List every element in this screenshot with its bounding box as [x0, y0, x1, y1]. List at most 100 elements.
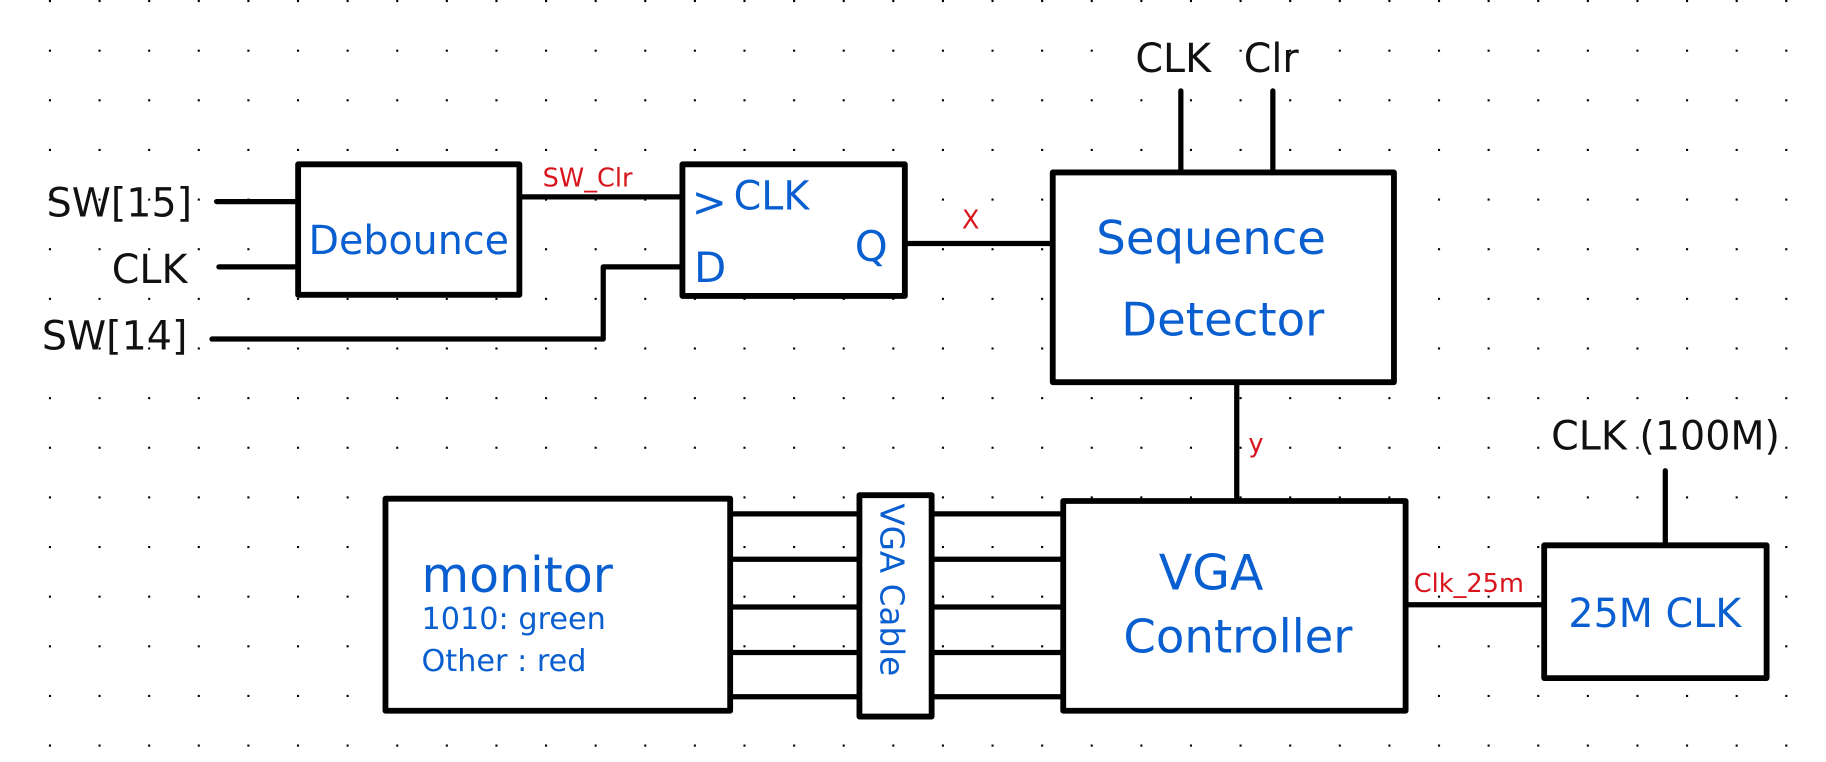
grid-dot — [1586, 248, 1589, 251]
grid-dot — [1487, 297, 1490, 300]
grid-dot — [743, 148, 746, 152]
grid-dot — [197, 99, 200, 102]
grid-dot — [1686, 297, 1689, 300]
clk-100m-label: CLK (100M) — [1551, 414, 1780, 460]
grid-dot — [1189, 148, 1193, 152]
grid-dot — [842, 545, 845, 549]
grid-dot — [247, 545, 250, 549]
grid-dot — [1041, 0, 1044, 3]
grid-dot — [842, 148, 845, 152]
grid-dot — [743, 545, 746, 549]
grid-dot — [1636, 248, 1639, 251]
grid-dot — [793, 446, 796, 449]
grid-dot — [991, 0, 994, 3]
grid-dot — [1437, 496, 1441, 499]
grid-dot — [296, 744, 300, 747]
d-flipflop-block[interactable] — [679, 161, 908, 299]
grid-dot — [1686, 694, 1689, 697]
grid-dot — [545, 297, 548, 300]
grid-dot — [1785, 595, 1788, 598]
monitor-block[interactable] — [382, 495, 734, 714]
grid-dot — [1487, 694, 1490, 697]
grid-dot — [743, 99, 746, 102]
grid-dot — [991, 595, 994, 598]
grid-dot — [1041, 397, 1044, 400]
grid-dot — [1785, 744, 1788, 747]
grid-dot — [941, 49, 944, 52]
grid-dot — [1735, 744, 1738, 747]
grid-dot — [743, 744, 746, 747]
grid-dot — [1289, 496, 1292, 499]
grid-dot — [892, 0, 895, 3]
grid-dot — [495, 49, 498, 52]
grid-dot — [48, 595, 52, 598]
grid-dot — [941, 99, 944, 102]
grid-dot — [892, 99, 895, 102]
grid-dot — [545, 198, 548, 201]
debounce-block[interactable] — [295, 161, 523, 298]
grid-dot — [1189, 49, 1193, 52]
sequence-detector-label-2: Detector — [1121, 293, 1325, 347]
grid-dot — [644, 99, 647, 102]
grid-dot — [1041, 545, 1044, 549]
seq-clk-port-label: CLK — [1135, 36, 1212, 82]
grid-dot — [495, 446, 498, 449]
grid-dot — [1437, 545, 1441, 549]
grid-dot — [445, 99, 448, 102]
grid-dot — [346, 397, 349, 400]
grid-dot — [644, 148, 647, 152]
grid-dot — [1140, 0, 1143, 3]
vga-cable-block[interactable] — [856, 492, 935, 720]
grid-dot — [991, 397, 994, 400]
signal-y-label: y — [1248, 429, 1263, 459]
grid-dot — [1636, 496, 1639, 499]
grid-dot — [197, 397, 200, 400]
grid-dot — [98, 148, 101, 152]
grid-dot — [1140, 148, 1143, 152]
grid-dot — [1140, 496, 1143, 499]
grid-dot — [1437, 198, 1441, 201]
grid-dot — [1735, 99, 1738, 102]
grid-dot — [644, 0, 647, 3]
grid-dot — [346, 446, 349, 449]
grid-dot — [545, 397, 548, 400]
grid-dot — [247, 297, 250, 300]
grid-dot — [1289, 0, 1292, 3]
grid-dot — [693, 446, 696, 449]
grid-dot — [296, 397, 300, 400]
grid-dot — [793, 595, 796, 598]
grid-dot — [98, 297, 101, 300]
vga-controller-block[interactable] — [1060, 498, 1409, 714]
clk-25m-block[interactable] — [1541, 542, 1770, 682]
grid-dot — [98, 446, 101, 449]
grid-dot — [1487, 49, 1490, 52]
grid-dot — [197, 694, 200, 697]
grid-dot — [148, 645, 151, 648]
sequence-detector-block[interactable] — [1049, 169, 1397, 386]
grid-dot — [1686, 397, 1689, 400]
grid-dot — [594, 397, 597, 400]
grid-dot — [1586, 446, 1589, 449]
grid-dot — [1735, 694, 1738, 697]
grid-dot — [247, 446, 250, 449]
grid-dot — [1338, 99, 1341, 102]
grid-dot — [48, 198, 52, 201]
grid-dot — [1785, 49, 1788, 52]
grid-dot — [396, 99, 399, 102]
grid-dot — [98, 198, 101, 201]
grid-dot — [1686, 744, 1689, 747]
grid-dot — [1338, 0, 1341, 3]
grid-dot — [644, 198, 647, 201]
grid-dot — [1636, 744, 1639, 747]
grid-dot — [644, 446, 647, 449]
grid-dot — [197, 744, 200, 747]
signal-clk-25m-label: Clk_25m — [1414, 569, 1524, 599]
grid-dot — [941, 248, 944, 251]
grid-dot — [793, 49, 796, 52]
clk-25m-label: 25M CLK — [1568, 591, 1742, 637]
grid-dot — [842, 0, 845, 3]
grid-dot — [1586, 297, 1589, 300]
grid-dot — [1636, 347, 1639, 350]
grid-dot — [1487, 148, 1490, 152]
